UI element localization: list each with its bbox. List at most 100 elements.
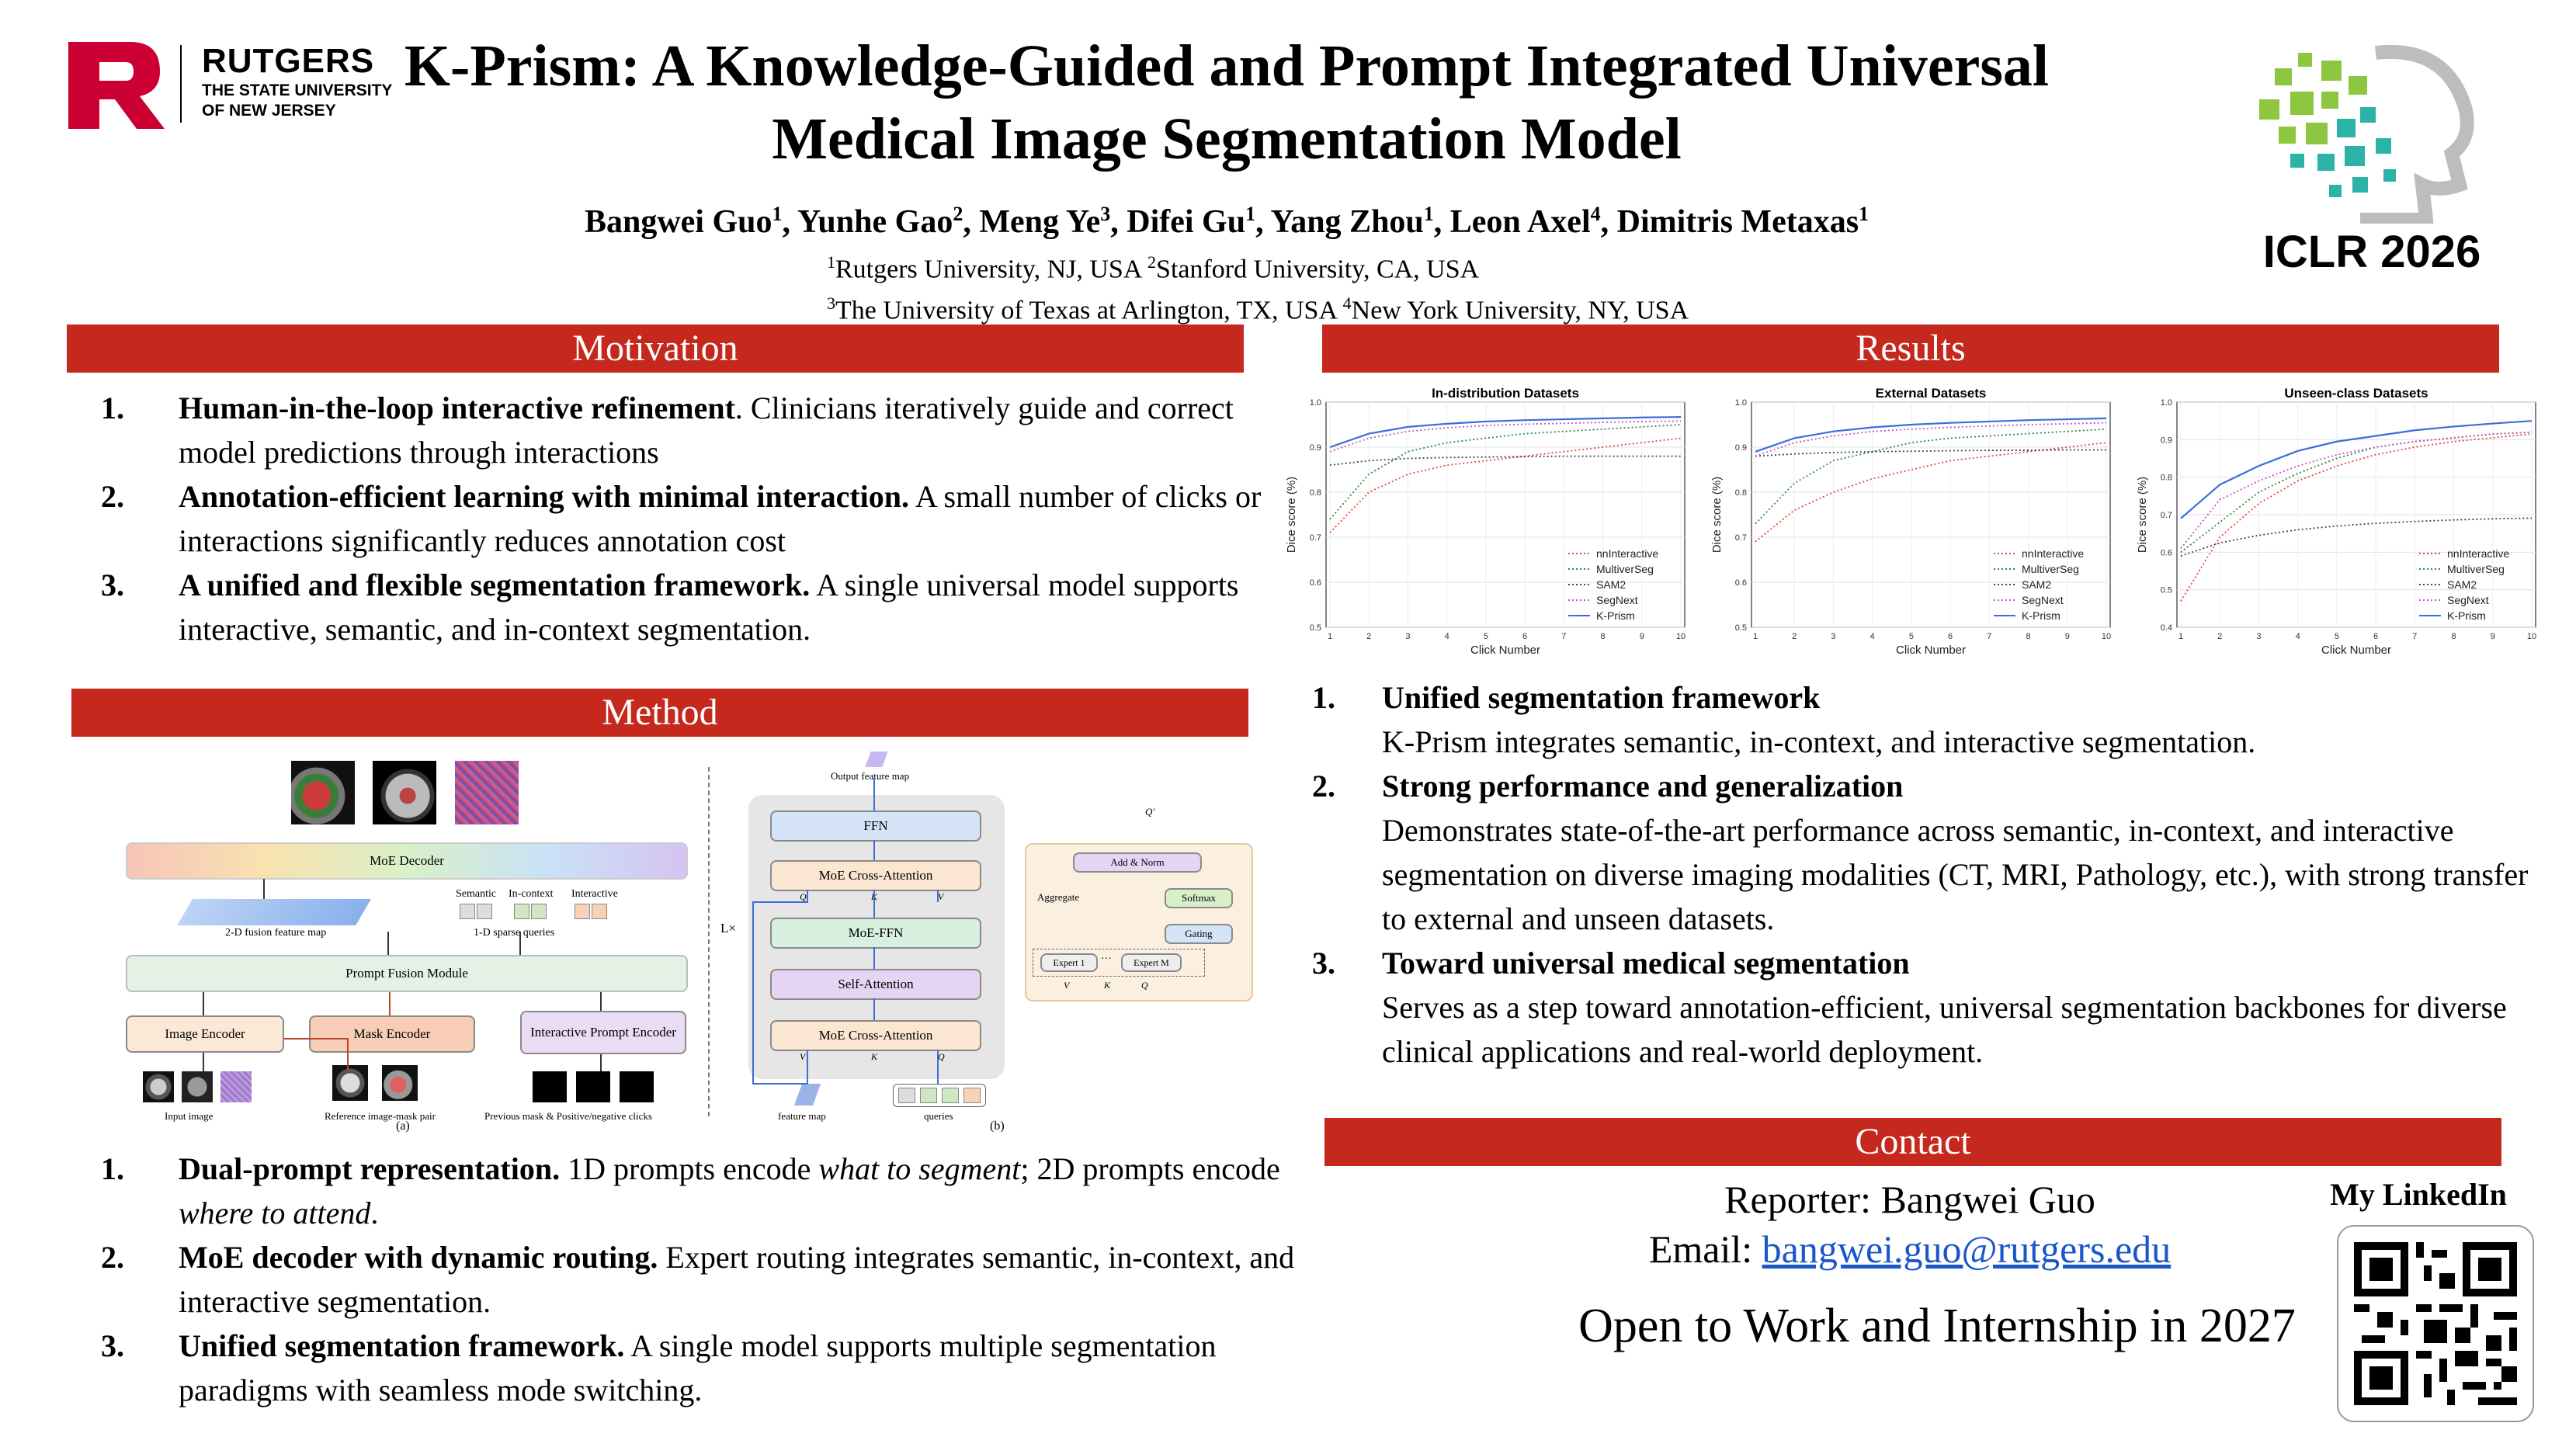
x-tick-label: 1 [1328,632,1332,641]
query-incontext-label: In-context [509,888,554,900]
x-tick-label: 4 [1445,632,1449,641]
y-tick-label: 0.6 [2161,548,2172,557]
y-tick-label: 0.8 [2161,474,2172,483]
output-pathology-image [455,761,519,824]
query-tokens-b [893,1084,986,1107]
y-tick-label: 0.5 [2161,586,2172,595]
affiliation-line-1: 1Rutgers University, NJ, USA 2Stanford U… [827,252,1480,284]
queries-label: queries [924,1110,953,1122]
series-line-nninteractive [1329,437,1682,533]
moe-decoder-box: MoE Decoder [126,842,688,880]
input-image-label: Input image [165,1110,214,1122]
legend-label: SegNext [2447,594,2489,606]
x-tick-label: 8 [1600,632,1605,641]
motivation-list: 1.Human-in-the-loop interactive refineme… [78,386,1281,651]
x-tick-label: 4 [2296,632,2300,641]
linkedin-qr-code[interactable] [2337,1225,2534,1422]
expert-m-box: Expert M [1121,953,1182,972]
method-heading: Method [71,689,1248,737]
series-line-multiverseg [1329,424,1682,520]
expert-1-box: Expert 1 [1040,953,1098,972]
x-tick-label: 8 [2451,632,2456,641]
list-item: 3.A unified and flexible segmentation fr… [101,567,1239,647]
x-axis-label: Click Number [1470,644,1540,657]
method-diagram: MoE Decoder 2-D fusion feature map Seman… [116,751,1265,1133]
chart-title: In-distribution Datasets [1432,387,1579,401]
top-q-label: Q [800,891,807,902]
bottom-k-label: K [871,1051,878,1062]
x-tick-label: 7 [2412,632,2417,641]
series-line-multiverseg [1755,428,2107,525]
query-semantic-label: Semantic [456,888,497,900]
series-line-nninteractive [2180,433,2533,602]
top-v-label: V [938,891,944,902]
legend-label: SAM2 [1596,578,1626,591]
list-item: 1.Dual-prompt representation. 1D prompts… [101,1151,1280,1230]
contact-heading: Contact [1324,1118,2501,1166]
x-tick-label: 5 [1484,632,1488,641]
series-line-segnext [1755,422,2107,457]
contact-reporter: Reporter: Bangwei Guo [1724,1178,2095,1221]
author: Leon Axel4, [1449,203,1617,240]
x-tick-label: 4 [1870,632,1875,641]
detail-v-label: V [1064,980,1070,991]
title-line-1: K-Prism: A Knowledge-Guided and Prompt I… [404,33,2050,99]
experts-group [1033,949,1205,977]
sparse-queries-label: 1-D sparse queries [474,927,555,939]
chart-frame [1325,401,1686,628]
add-norm-box: Add & Norm [1073,852,1202,873]
diagram-a-label: (a) [396,1119,410,1133]
email-link[interactable]: bangwei.guo@rutgers.edu [1762,1227,2172,1271]
y-tick-label: 1.0 [1735,398,1747,408]
reference-pair-label: Reference image-mask pair [325,1110,436,1122]
author-list: Bangwei Guo1, Yunhe Gao2, Meng Ye3, Dife… [404,193,2050,244]
prompt-fusion-box: Prompt Fusion Module [126,955,688,992]
series-line-k-prism [1755,417,2107,453]
mask-encoder-box: Mask Encoder [309,1015,475,1053]
x-tick-label: 6 [1522,632,1527,641]
x-tick-label: 3 [2256,632,2261,641]
x-axis-label: Click Number [1896,644,1966,657]
q-prime-label: Q' [1145,806,1155,817]
y-tick-label: 0.9 [1310,443,1321,453]
author: Yang Zhou1, [1270,203,1450,240]
y-tick-label: 0.8 [1310,488,1321,498]
y-tick-label: 0.9 [2161,436,2172,445]
legend-label: MultiverSeg [2022,563,2079,575]
author: Yunhe Gao2, [797,203,980,240]
y-axis-label: Dice score (%) [1285,477,1298,553]
method-list: 1.Dual-prompt representation. 1D prompts… [78,1147,1320,1412]
feature-map-label: feature map [778,1110,826,1122]
series-line-nninteractive [1755,442,2107,543]
x-tick-label: 9 [2065,632,2070,641]
x-tick-label: 9 [2491,632,2495,641]
y-tick-label: 0.4 [2161,623,2172,633]
conference-label: ICLR 2026 [2262,227,2481,277]
reference-images [332,1065,441,1104]
legend-label: SAM2 [2022,578,2051,591]
x-tick-label: 2 [2217,632,2222,641]
author: Meng Ye3, [979,203,1127,240]
legend-label: SAM2 [2447,578,2477,591]
click-masks [533,1071,688,1105]
y-tick-label: 0.7 [1310,533,1321,543]
softmax-box: Softmax [1165,888,1233,908]
results-heading: Results [1322,325,2499,373]
rutgers-r-icon [68,42,165,129]
expert-dots: ··· [1101,953,1112,965]
output-mri-image [373,761,436,824]
rutgers-logo: RUTGERS THE STATE UNIVERSITY OF NEW JERS… [65,39,407,132]
self-attention-box: Self-Attention [770,969,981,1000]
open-to-work: Open to Work and Internship in 2027 [1578,1300,2296,1352]
layers-label: L× [720,921,736,935]
author: Dimitris Metaxas1 [1616,203,1870,240]
series-line-k-prism [2180,420,2533,519]
diagram-b-label: (b) [990,1119,1005,1133]
logo-line-3: OF NEW JERSEY [202,102,336,120]
